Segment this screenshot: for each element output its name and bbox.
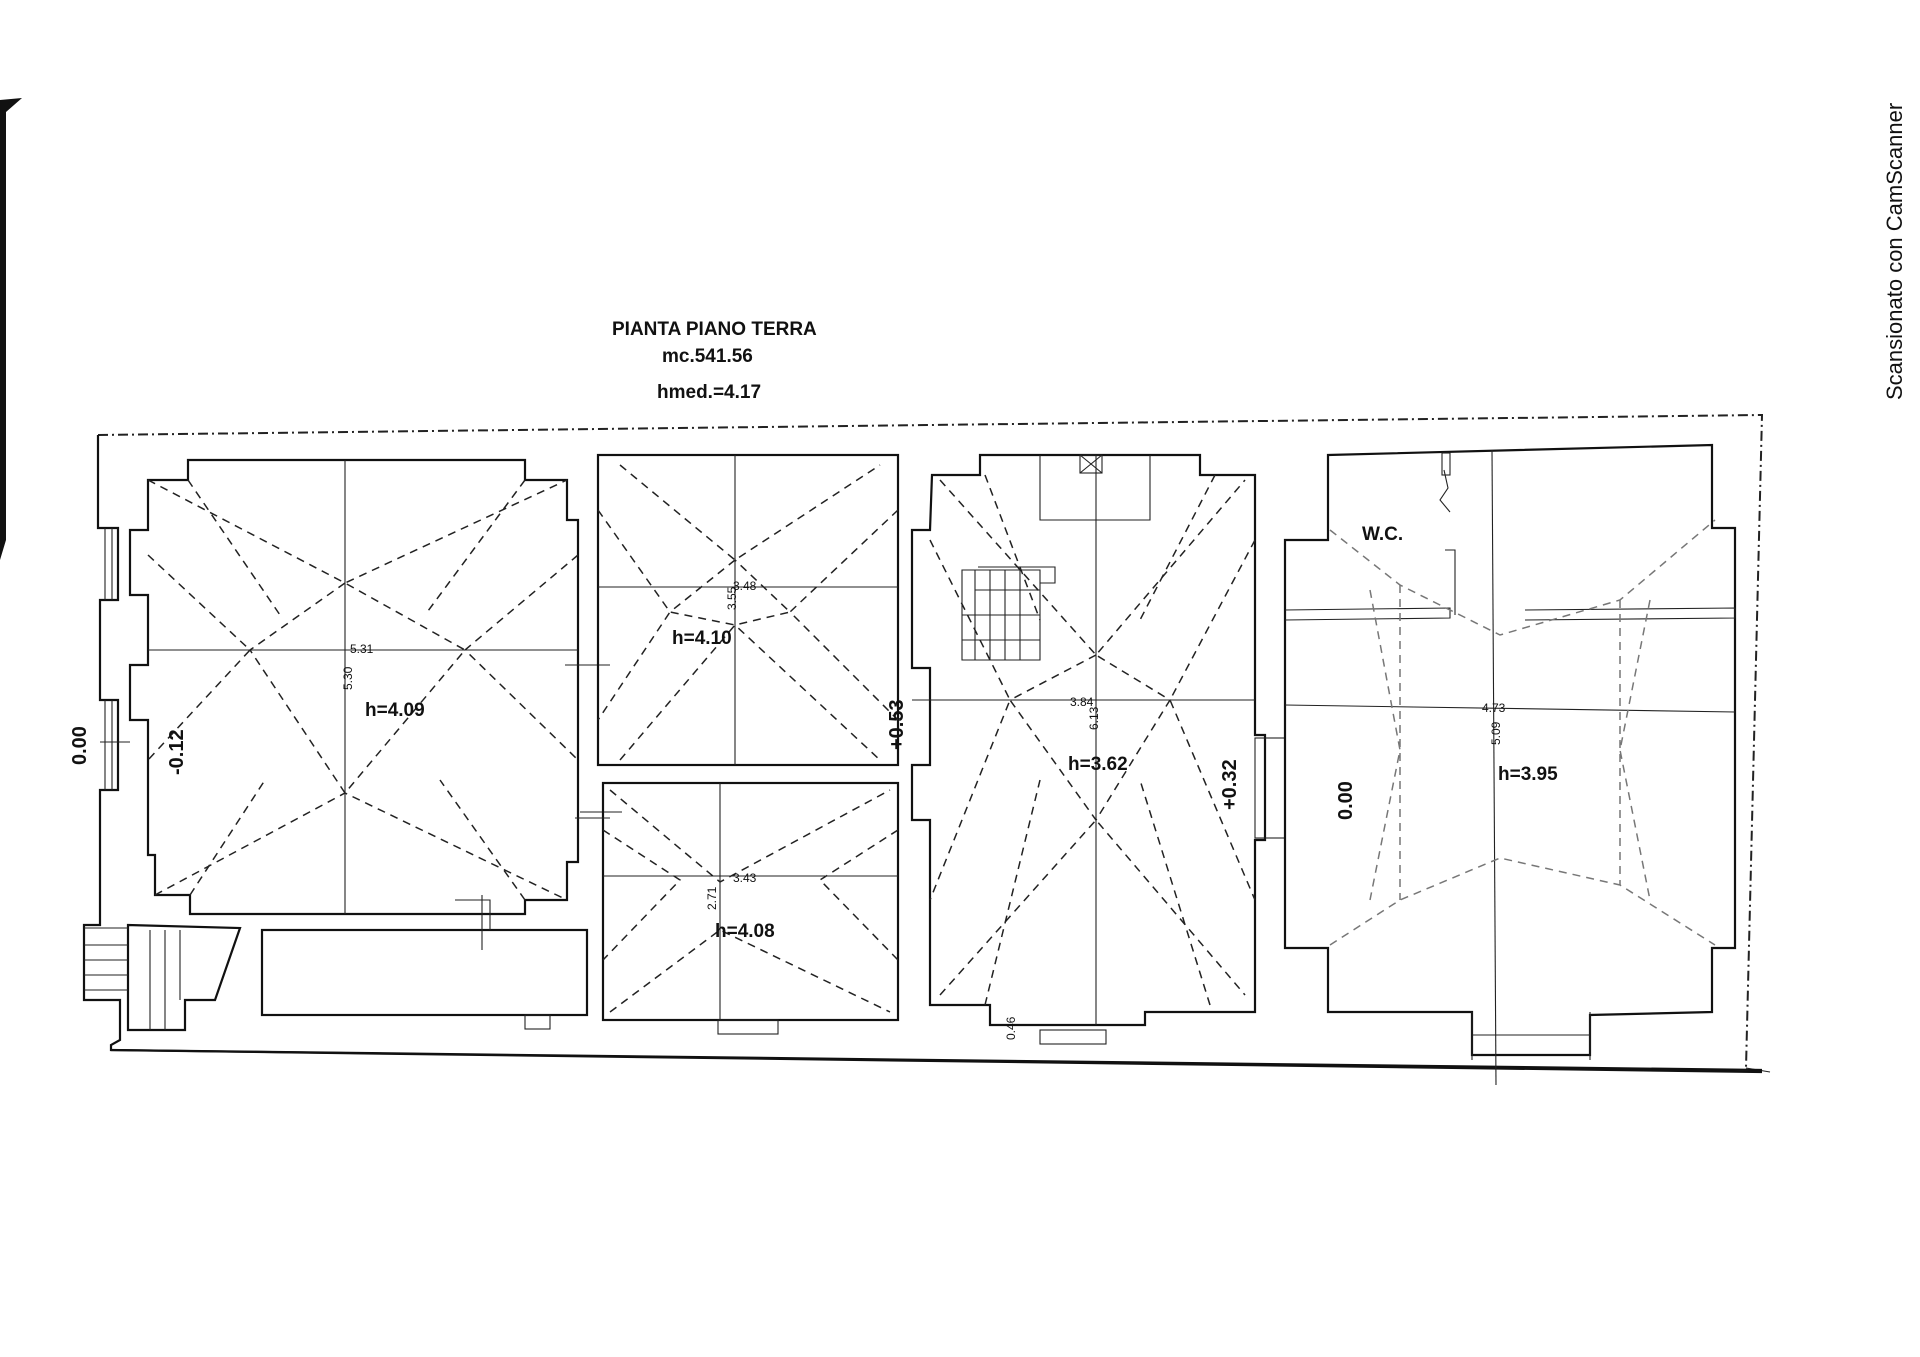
room-3-width-dim: 3.43 (733, 871, 757, 885)
room-4 (910, 453, 1286, 1045)
room-4-width-dim: 3.84 (1070, 695, 1094, 709)
room-1-depth-dim: 5.30 (341, 666, 355, 690)
room-3-height: h=4.08 (715, 921, 775, 942)
room-2-height: h=4.10 (672, 628, 732, 649)
left-window-top (104, 528, 113, 600)
scanner-watermark: Scansionato con CamScanner (1882, 103, 1907, 400)
room-3-depth-dim: 2.71 (705, 886, 719, 910)
lower-annex (84, 895, 589, 1032)
outer-wall (82, 435, 1763, 1072)
plan-title: PIANTA PIANO TERRA (612, 319, 817, 340)
room-1 (128, 458, 622, 916)
level-room5: 0.00 (1335, 781, 1357, 820)
room-3 (575, 781, 900, 1035)
left-window-bottom (100, 700, 130, 790)
level-entrance: 0.00 (69, 726, 91, 765)
room-5-width-dim: 4.73 (1482, 701, 1506, 715)
front-wall-line (110, 1048, 1763, 1074)
room-2-width-dim: 3.48 (733, 579, 757, 593)
scan-edge-mark (0, 98, 22, 560)
room-5-depth-dim: 5.09 (1489, 721, 1503, 745)
level-room1: -0.12 (166, 729, 188, 775)
level-room4: +0.32 (1219, 759, 1241, 810)
room-5-height: h=3.95 (1498, 764, 1558, 785)
room-2 (596, 453, 900, 767)
plan-volume: mc.541.56 (662, 346, 753, 367)
room-1-width-dim: 5.31 (350, 642, 374, 656)
property-boundary (97, 413, 1764, 1069)
room-4-height: h=3.62 (1068, 754, 1128, 775)
plan-average-height: hmed.=4.17 (657, 382, 761, 403)
room-1-height: h=4.09 (365, 700, 425, 721)
level-room2-3: +0.53 (886, 699, 908, 750)
room-2-depth-dim: 3.55 (725, 586, 739, 610)
room-4-depth-dim: 6.13 (1087, 706, 1101, 730)
room-5 (1283, 443, 1737, 1086)
room-4-door-dim: 0.46 (1004, 1016, 1018, 1040)
wc-label: W.C. (1362, 524, 1403, 545)
